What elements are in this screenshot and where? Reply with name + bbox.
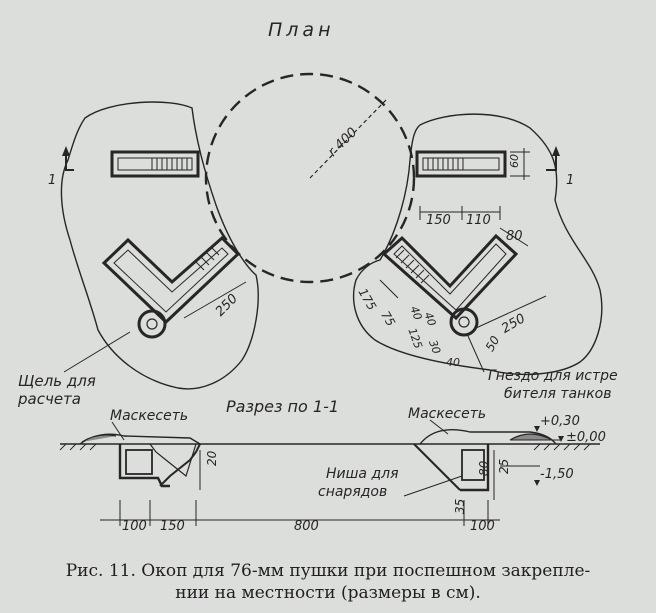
dim-section-35: 35: [453, 499, 467, 514]
right-dimension-lines: [379, 148, 547, 329]
right-ammo-trench: [415, 150, 507, 178]
left-ammo-trench: [110, 150, 200, 178]
dim-175: 175: [355, 286, 379, 313]
left-spoil-mound: [81, 434, 117, 443]
left-net-leader: [111, 421, 125, 441]
crew-slit-label-1: Щель для: [18, 372, 96, 390]
dim-30: 30: [426, 338, 443, 356]
dim-section-20: 20: [205, 450, 219, 466]
trench-drawing: План r 400: [17, 19, 618, 534]
svg-text:1: 1: [48, 173, 56, 188]
camouflage-right-label: Маскесеть: [408, 406, 486, 422]
dim-75: 75: [378, 309, 398, 329]
left-250-dim-line: [183, 281, 247, 319]
niche-label-2: снарядов: [318, 484, 387, 500]
dim-40b: 40: [421, 310, 438, 328]
crew-slit-leader: [63, 331, 131, 373]
svg-text:1: 1: [566, 173, 574, 188]
dim-150: 150: [426, 213, 451, 228]
nest-label-1: Гнездо для истре: [488, 368, 618, 384]
nest-label-2: бителя танков: [504, 386, 611, 402]
left-trench-section: [118, 443, 201, 488]
dim-60: 60: [508, 154, 521, 168]
left-crew-slit: [101, 235, 241, 339]
plan-title: План: [268, 19, 335, 41]
section-dimension-lines: [100, 439, 560, 526]
dim-125: 125: [405, 326, 424, 350]
crew-slit-label-2: расчета: [17, 390, 81, 408]
level-marker-bottom: [534, 480, 540, 486]
dim-40c: 40: [446, 356, 460, 369]
level-bottom: -1,50: [540, 467, 574, 482]
section-title: Разрез по 1-1: [226, 397, 339, 416]
caption-line-1: Рис. 11. Окоп для 76-мм пушки при поспеш…: [65, 561, 591, 581]
nest-leader: [467, 335, 485, 373]
niche-label-1: Ниша для: [326, 466, 399, 482]
dim-40a: 40: [407, 304, 424, 322]
dim-section-25: 25: [497, 459, 511, 474]
camouflage-left-label: Маскесеть: [110, 408, 188, 424]
right-net-leader: [429, 419, 449, 435]
figure-caption: Рис. 11. Окоп для 76-мм пушки при поспеш…: [0, 560, 656, 604]
level-ground: ±0,00: [566, 430, 606, 445]
section-marker-right: 1: [546, 146, 574, 188]
dim-250-left: 250: [213, 291, 241, 319]
section-marker-left: 1: [48, 146, 74, 188]
radius-label: r 400: [325, 125, 360, 160]
dim-50: 50: [483, 333, 503, 354]
dim-110: 110: [466, 213, 491, 228]
dim-section-800: 800: [294, 519, 319, 534]
dim-section-150: 150: [160, 519, 185, 534]
left-mound-outline: [60, 101, 259, 390]
level-top: +0,30: [540, 414, 580, 429]
right-trench-section: [413, 443, 490, 492]
gun-platform-circle: [204, 72, 416, 284]
niche-leader: [403, 475, 463, 497]
caption-line-2: нии на местности (размеры в см).: [175, 583, 481, 603]
right-tank-nest: [381, 233, 519, 337]
right-spoil-mound: [509, 433, 553, 441]
dim-section-80: 80: [477, 460, 491, 476]
dim-80: 80: [506, 229, 523, 244]
level-marker-top: [534, 426, 540, 432]
level-marker-ground: [558, 436, 564, 442]
dim-section-100-right: 100: [470, 519, 495, 534]
dim-section-100-left: 100: [122, 519, 147, 534]
